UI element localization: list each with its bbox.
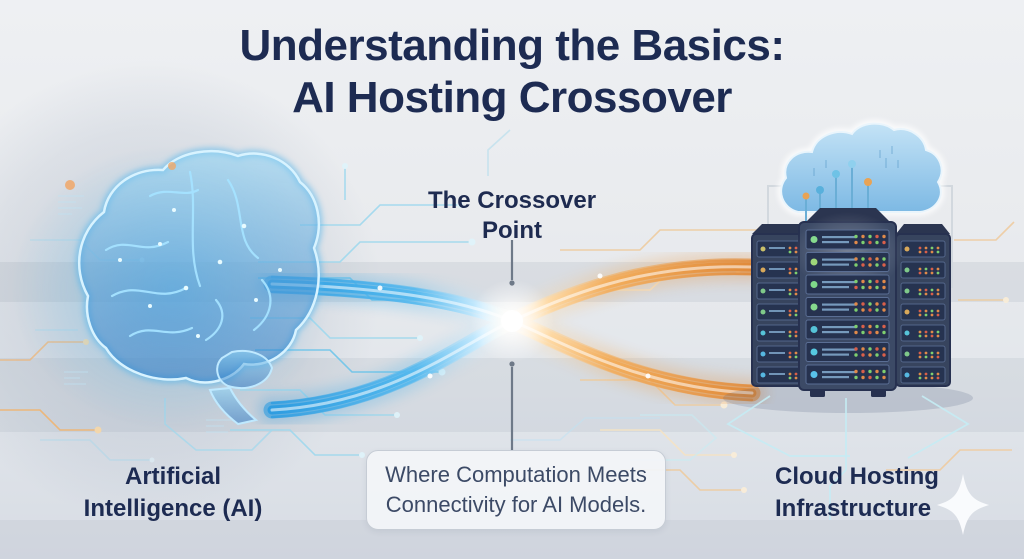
caption-line2: Connectivity for AI Models.: [385, 492, 647, 517]
caption-box: Where Computation Meets Connectivity for…: [366, 450, 666, 530]
crossover-streams: [257, 251, 767, 425]
page-title: Understanding the Basics: AI Hosting Cro…: [0, 20, 1024, 124]
ai-label-line2: Intelligence (AI): [83, 495, 263, 522]
server-rack-center: [793, 208, 903, 397]
page-title-line1: Understanding the Basics:: [239, 21, 785, 70]
accent-dot-orange: [168, 162, 176, 170]
cloud-hosting-label: Cloud Hosting Infrastructure: [775, 461, 1005, 525]
brain-icon: [12, 146, 332, 433]
caption-line1: Where Computation Meets: [385, 462, 647, 487]
page-title-line2: AI Hosting Crossover: [292, 73, 732, 122]
accent-dot-orange: [65, 180, 75, 190]
crossover-point-label-line1: The Crossover: [427, 187, 597, 214]
ai-label: Artificial Intelligence (AI): [53, 461, 293, 525]
server-rack-right: [895, 224, 951, 387]
cloud-hosting-label-line1: Cloud Hosting: [775, 463, 939, 490]
sparkle-icon: [937, 474, 989, 535]
crossover-point-label: The Crossover Point: [392, 186, 632, 246]
crossover-pointer-lines: [509, 240, 515, 450]
cloud-hosting-label-line2: Infrastructure: [775, 495, 932, 522]
ai-label-line1: Artificial: [124, 463, 222, 490]
floor-traces: [630, 395, 970, 520]
decorative-trace: [510, 417, 660, 441]
server-rack-left: [751, 224, 809, 387]
crossover-point-label-line2: Point: [482, 217, 542, 244]
server-racks-icon: [630, 208, 973, 520]
